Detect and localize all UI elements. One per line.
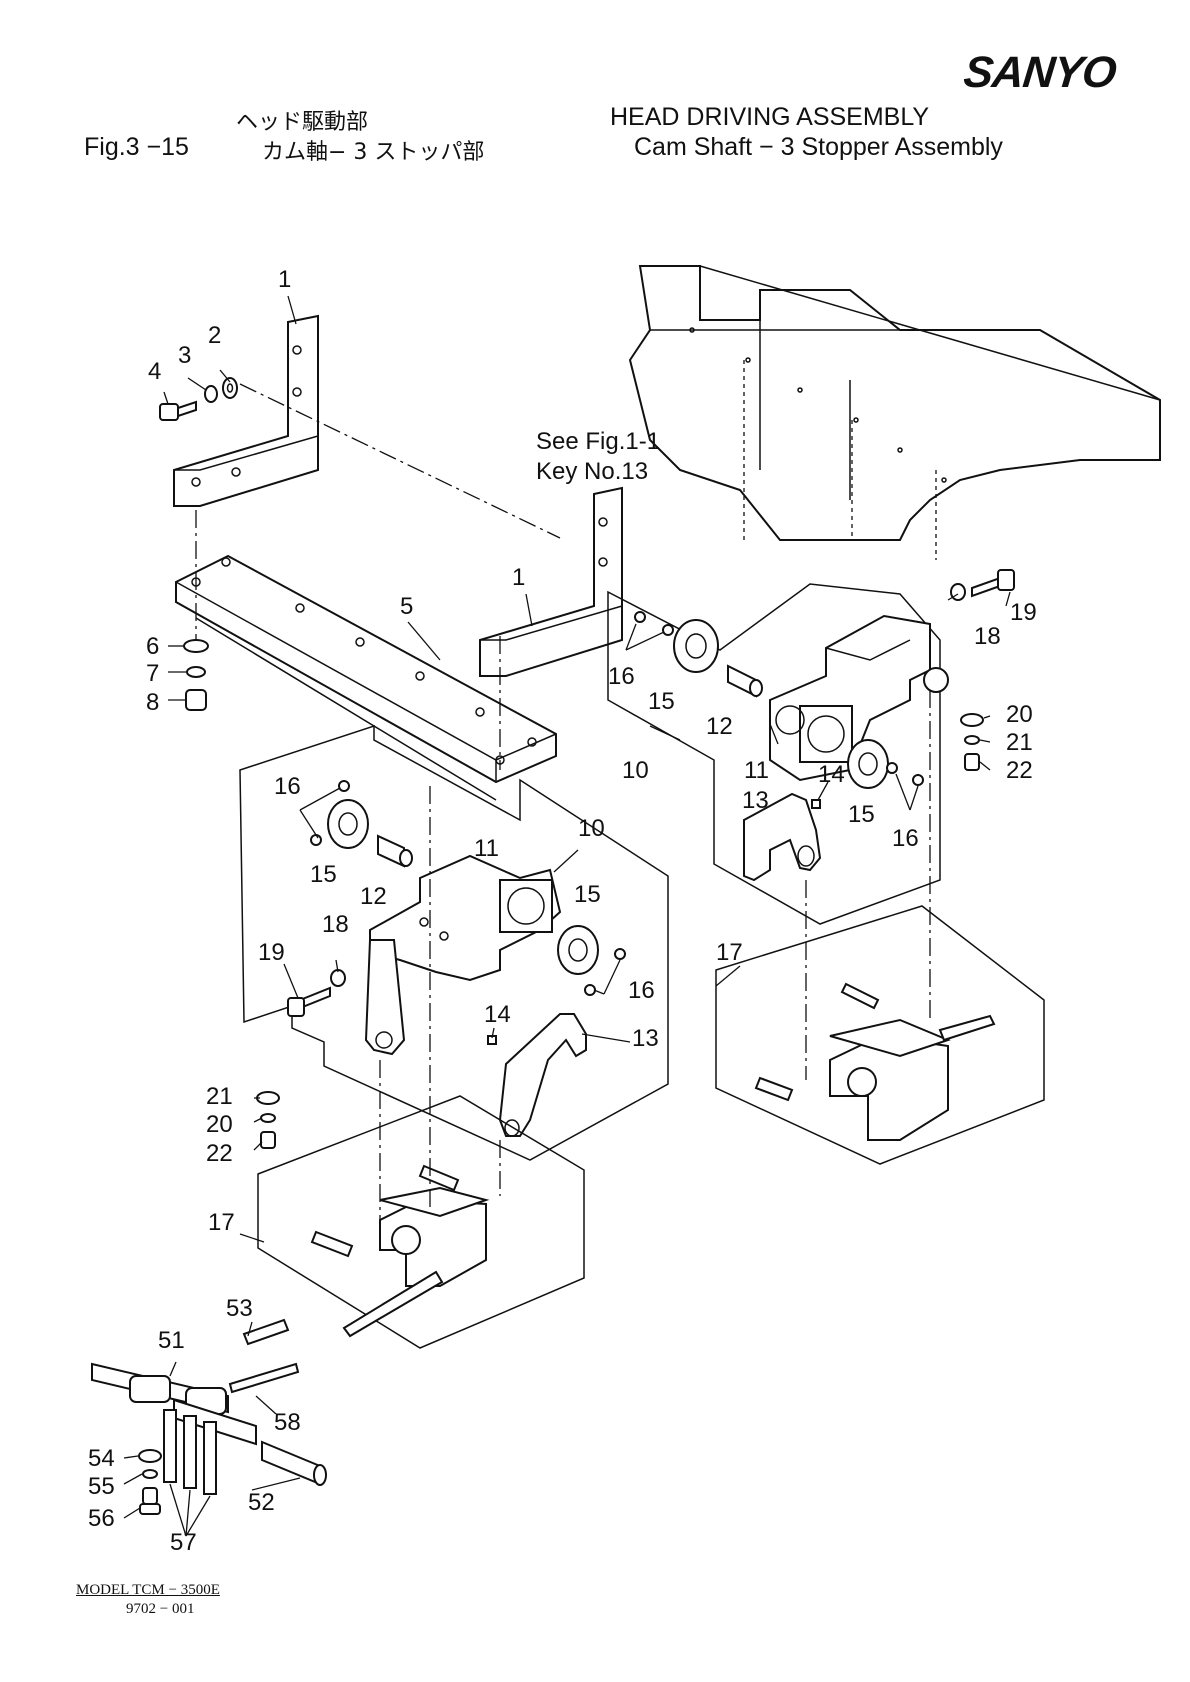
bolt-part-19-left (288, 988, 330, 1016)
housing-part-11-left (370, 856, 560, 980)
cylinder-part-17-right (756, 984, 994, 1140)
shaft-part-12-right (728, 666, 762, 696)
callout-52: 52 (248, 1489, 275, 1516)
plate-part-5 (176, 556, 556, 800)
bolt-part-22-right (965, 754, 979, 770)
callout-8: 8 (146, 689, 159, 716)
callout-12: 12 (360, 883, 387, 910)
bolt-part-19-right (972, 570, 1014, 596)
lever-part-13-left (500, 1014, 586, 1136)
nut-part-18-left (331, 970, 345, 986)
callout-10: 10 (622, 757, 649, 784)
callout-13: 13 (742, 787, 769, 814)
callout-56: 56 (88, 1505, 115, 1532)
lock-washer-part-21-right (965, 736, 979, 744)
callout-16: 16 (274, 773, 301, 800)
reference-note-line2: Key No.13 (536, 458, 648, 485)
bolt-part-4 (160, 402, 196, 420)
machine-frame-reference (630, 266, 1160, 560)
callout-58: 58 (274, 1409, 301, 1436)
callout-55: 55 (88, 1473, 115, 1500)
shaft-part-12-left (378, 836, 412, 866)
callout-14: 14 (484, 1001, 511, 1028)
callout-21: 21 (206, 1083, 233, 1110)
callout-7: 7 (146, 660, 159, 687)
bracket-part-1-middle (480, 488, 622, 676)
callout-21: 21 (1006, 729, 1033, 756)
callout-17: 17 (716, 939, 743, 966)
lock-washer-part-20-left (261, 1114, 275, 1122)
callout-12: 12 (706, 713, 733, 740)
bolt-part-22-left (261, 1132, 275, 1148)
callout-4: 4 (148, 358, 161, 385)
callout-15: 15 (310, 861, 337, 888)
callout-11: 11 (474, 835, 499, 862)
callout-57: 57 (170, 1529, 197, 1556)
callout-5: 5 (400, 593, 413, 620)
callout-51: 51 (158, 1327, 185, 1354)
callout-16: 16 (628, 977, 655, 1004)
washer-part-20-right (961, 714, 983, 726)
callout-16: 16 (608, 663, 635, 690)
callout-20: 20 (206, 1111, 233, 1138)
callout-54: 54 (88, 1445, 115, 1472)
bearing-part-15-left-a (328, 800, 368, 848)
callout-1: 1 (512, 564, 525, 591)
callout-10: 10 (578, 815, 605, 842)
callout-22: 22 (206, 1140, 233, 1167)
callout-20: 20 (1006, 701, 1033, 728)
callout-18: 18 (974, 623, 1001, 650)
bearing-part-15-right-a (674, 620, 718, 672)
lock-washer-part-3 (205, 386, 217, 402)
document-code: 9702 − 001 (126, 1601, 194, 1618)
bearing-part-15-right-b (848, 740, 888, 788)
lock-washer-part-55 (143, 1470, 157, 1478)
callout-11: 11 (744, 757, 769, 784)
bolt-part-56 (140, 1488, 160, 1514)
model-label: MODEL TCM − 3500E (76, 1582, 220, 1599)
callout-16: 16 (892, 825, 919, 852)
callout-14: 14 (818, 761, 845, 788)
reference-note-line1: See Fig.1-1 (536, 428, 660, 455)
callout-15: 15 (848, 801, 875, 828)
manifold-assembly (92, 1320, 326, 1494)
callout-1: 1 (278, 266, 291, 293)
callout-18: 18 (322, 911, 349, 938)
callout-22: 22 (1006, 757, 1033, 784)
lock-washer-part-7 (187, 667, 205, 677)
callout-6: 6 (146, 633, 159, 660)
callout-15: 15 (648, 688, 675, 715)
callout-15: 15 (574, 881, 601, 908)
callout-19: 19 (258, 939, 285, 966)
washer-part-21-left (257, 1092, 279, 1104)
washer-part-54 (139, 1450, 161, 1462)
callout-19: 19 (1010, 599, 1037, 626)
callout-3: 3 (178, 342, 191, 369)
callout-17: 17 (208, 1209, 235, 1236)
callout-13: 13 (632, 1025, 659, 1052)
cylinder-part-17-left (312, 1166, 486, 1336)
bearing-part-15-left-b (558, 926, 598, 974)
callout-53: 53 (226, 1295, 253, 1322)
callout-2: 2 (208, 322, 221, 349)
bolt-part-8 (186, 690, 206, 710)
set-screw-part-14-right (812, 800, 820, 808)
washer-part-6 (184, 640, 208, 652)
